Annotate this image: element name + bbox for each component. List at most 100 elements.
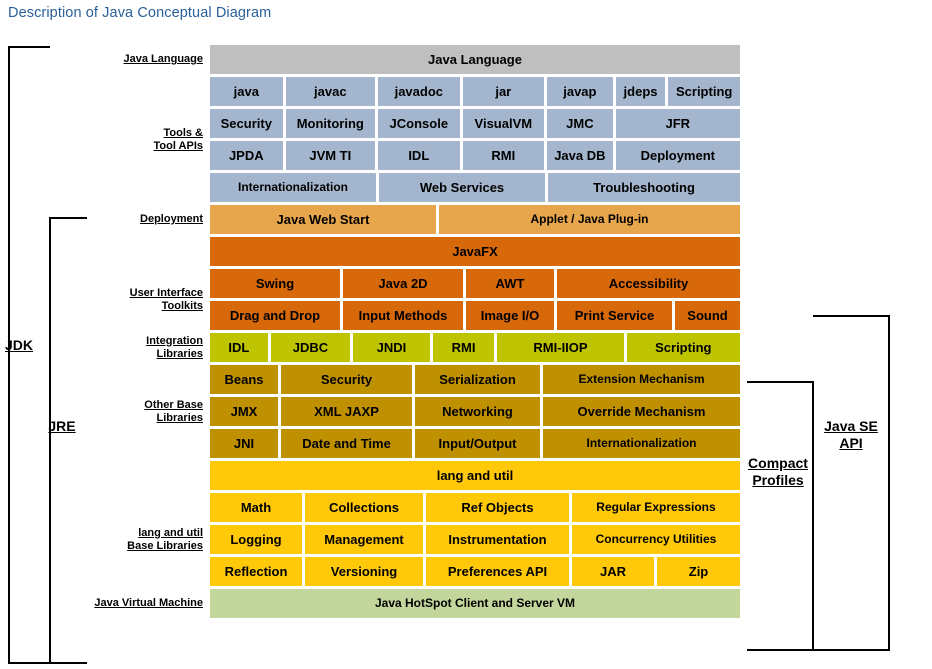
- row-label-tools-and-tool-apis[interactable]: Tools &Tool APIs: [3, 127, 204, 153]
- cell-jconsole[interactable]: JConsole: [378, 109, 460, 138]
- cell-collections[interactable]: Collections: [305, 493, 423, 522]
- row-label-line: User Interface: [129, 286, 203, 299]
- cell-jpda[interactable]: JPDA: [210, 141, 283, 170]
- row-label-java-virtual-machine[interactable]: Java Virtual Machine: [3, 597, 203, 610]
- cell-javafx[interactable]: JavaFX: [210, 237, 740, 266]
- cell-drag-and-drop[interactable]: Drag and Drop: [210, 301, 340, 330]
- cell-jni[interactable]: JNI: [210, 429, 278, 458]
- cell-java-db[interactable]: Java DB: [547, 141, 613, 170]
- cell-visualvm[interactable]: VisualVM: [462, 109, 545, 138]
- cell-jvm-ti[interactable]: JVM TI: [285, 141, 376, 170]
- cell-security[interactable]: Security: [281, 365, 412, 394]
- cell-beans[interactable]: Beans: [210, 365, 278, 394]
- cell-jmx[interactable]: JMX: [210, 397, 278, 426]
- cell-jfr[interactable]: JFR: [615, 109, 740, 138]
- cell-instrumentation[interactable]: Instrumentation: [426, 525, 569, 554]
- cell-override-mechanism[interactable]: Override Mechanism: [543, 397, 740, 426]
- row-label-line: Deployment: [140, 213, 203, 225]
- cell-logging[interactable]: Logging: [210, 525, 302, 554]
- stack-row-java-language-row: Java Language: [210, 45, 740, 74]
- cell-xml-jaxp[interactable]: XML JAXP: [281, 397, 412, 426]
- cell-reflection[interactable]: Reflection: [210, 557, 302, 586]
- bracket-compact-profiles-label: Compact Profiles: [744, 455, 812, 489]
- cell-applet-java-plug-in[interactable]: Applet / Java Plug-in: [439, 205, 740, 234]
- cell-accessibility[interactable]: Accessibility: [557, 269, 740, 298]
- row-label-line: lang and util: [138, 526, 203, 539]
- cell-security[interactable]: Security: [210, 109, 283, 138]
- row-label-deployment[interactable]: Deployment: [3, 213, 203, 226]
- cell-networking[interactable]: Networking: [415, 397, 540, 426]
- cell-preferences-api[interactable]: Preferences API: [426, 557, 569, 586]
- cell-monitoring[interactable]: Monitoring: [285, 109, 376, 138]
- cell-deployment[interactable]: Deployment: [615, 141, 740, 170]
- cell-java-hotspot-client-and-server-vm[interactable]: Java HotSpot Client and Server VM: [210, 589, 740, 618]
- java-se-api-line-1: Java SE: [824, 418, 878, 434]
- cell-troubleshooting[interactable]: Troubleshooting: [548, 173, 740, 202]
- cell-jmc[interactable]: JMC: [547, 109, 613, 138]
- cell-jdbc[interactable]: JDBC: [270, 333, 351, 362]
- cell-ref-objects[interactable]: Ref Objects: [426, 493, 569, 522]
- row-label-java-language[interactable]: Java Language: [3, 53, 203, 66]
- row-label-line: Integration: [146, 334, 203, 347]
- cell-input-output[interactable]: Input/Output: [415, 429, 540, 458]
- cell-javap[interactable]: javap: [547, 77, 613, 106]
- cell-internationalization[interactable]: Internationalization: [543, 429, 740, 458]
- cell-jar[interactable]: JAR: [572, 557, 654, 586]
- cell-input-methods[interactable]: Input Methods: [343, 301, 463, 330]
- cell-rmi[interactable]: RMI: [462, 141, 545, 170]
- cell-math[interactable]: Math: [210, 493, 302, 522]
- cell-scripting[interactable]: Scripting: [626, 333, 740, 362]
- stack-row-jvm-row: Java HotSpot Client and Server VM: [210, 589, 740, 618]
- cell-jdeps[interactable]: jdeps: [615, 77, 666, 106]
- cell-java-web-start[interactable]: Java Web Start: [210, 205, 436, 234]
- cell-zip[interactable]: Zip: [657, 557, 740, 586]
- bracket-java-se-api-label: Java SE API: [816, 418, 886, 452]
- row-label-line: Java Language: [123, 53, 203, 65]
- cell-idl[interactable]: IDL: [210, 333, 268, 362]
- cell-idl[interactable]: IDL: [378, 141, 460, 170]
- cell-rmi[interactable]: RMI: [432, 333, 495, 362]
- cell-sound[interactable]: Sound: [675, 301, 740, 330]
- cell-javac[interactable]: javac: [285, 77, 376, 106]
- cell-lang-and-util[interactable]: lang and util: [210, 461, 740, 490]
- cell-jar[interactable]: jar: [462, 77, 545, 106]
- cell-concurrency-utilities[interactable]: Concurrency Utilities: [572, 525, 740, 554]
- cell-rmi-iiop[interactable]: RMI-IIOP: [497, 333, 624, 362]
- cell-management[interactable]: Management: [305, 525, 423, 554]
- cell-javadoc[interactable]: javadoc: [378, 77, 460, 106]
- stack-row-javafx-row: JavaFX: [210, 237, 740, 266]
- cell-internationalization[interactable]: Internationalization: [210, 173, 376, 202]
- cell-date-and-time[interactable]: Date and Time: [281, 429, 412, 458]
- cell-awt[interactable]: AWT: [466, 269, 554, 298]
- java-se-api-line-2: API: [839, 435, 863, 451]
- row-label-line: Libraries: [156, 411, 203, 424]
- cell-serialization[interactable]: Serialization: [415, 365, 540, 394]
- cell-java[interactable]: java: [210, 77, 283, 106]
- cell-swing[interactable]: Swing: [210, 269, 340, 298]
- cell-java-2d[interactable]: Java 2D: [343, 269, 463, 298]
- cell-regular-expressions[interactable]: Regular Expressions: [572, 493, 740, 522]
- compact-profiles-line-2: Profiles: [752, 472, 804, 488]
- cell-scripting[interactable]: Scripting: [668, 77, 740, 106]
- cell-print-service[interactable]: Print Service: [557, 301, 672, 330]
- cell-versioning[interactable]: Versioning: [305, 557, 423, 586]
- cell-extension-mechanism[interactable]: Extension Mechanism: [543, 365, 740, 394]
- cell-image-i-o[interactable]: Image I/O: [466, 301, 554, 330]
- cell-java-language[interactable]: Java Language: [210, 45, 740, 74]
- row-label-line: Base Libraries: [127, 539, 203, 552]
- cell-jndi[interactable]: JNDI: [353, 333, 430, 362]
- cell-web-services[interactable]: Web Services: [379, 173, 545, 202]
